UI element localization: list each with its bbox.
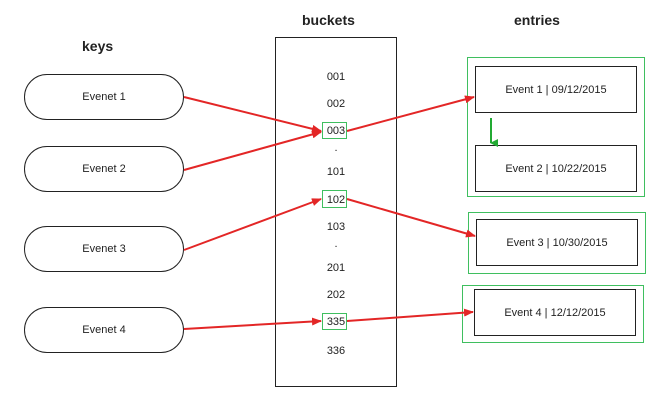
bucket-002: 002 bbox=[326, 98, 346, 110]
bucket-101: 101 bbox=[326, 166, 346, 178]
entry-event-4: Event 4 | 12/12/2015 bbox=[474, 289, 636, 336]
bucket-202: 202 bbox=[326, 289, 346, 301]
entry-event-2: Event 2 | 10/22/2015 bbox=[475, 145, 637, 192]
entries-heading: entries bbox=[514, 12, 560, 28]
bucket-103: 103 bbox=[326, 221, 346, 233]
keys-heading: keys bbox=[82, 38, 114, 54]
arrow-key4-to-335 bbox=[183, 317, 322, 330]
arrow-003-to-entry-group-1 bbox=[346, 95, 475, 132]
bucket-highlight bbox=[322, 313, 347, 330]
key-evenet-3: Evenet 3 bbox=[24, 226, 184, 272]
bucket-001: 001 bbox=[326, 71, 346, 83]
bucket-003: 003 bbox=[326, 125, 346, 137]
arrow-key2-to-003 bbox=[183, 130, 322, 171]
bucket-201: 201 bbox=[326, 262, 346, 274]
buckets-heading: buckets bbox=[302, 12, 355, 28]
entry-group-1 bbox=[467, 57, 645, 197]
arrow-key3-to-102 bbox=[183, 198, 322, 251]
bucket-102: 102 bbox=[326, 194, 346, 206]
key-evenet-1: Evenet 1 bbox=[24, 74, 184, 120]
entry-event-3: Event 3 | 10/30/2015 bbox=[476, 219, 638, 266]
entry-group-2 bbox=[468, 212, 646, 274]
entry-event-1: Event 1 | 09/12/2015 bbox=[475, 66, 637, 113]
bucket-ellipsis: . bbox=[334, 238, 338, 250]
key-evenet-2: Evenet 2 bbox=[24, 146, 184, 192]
arrow-335-to-entry-group-3 bbox=[346, 308, 474, 322]
arrow-102-to-entry-group-2 bbox=[346, 198, 476, 238]
key-evenet-4: Evenet 4 bbox=[24, 307, 184, 353]
arrow-key1-to-003 bbox=[183, 96, 322, 133]
bucket-335: 335 bbox=[326, 316, 346, 328]
bucket-336: 336 bbox=[326, 345, 346, 357]
bucket-column bbox=[275, 37, 397, 387]
bucket-highlight bbox=[322, 190, 347, 208]
entry-group-3 bbox=[462, 285, 644, 343]
bucket-ellipsis: . bbox=[334, 142, 338, 154]
bucket-highlight bbox=[322, 122, 347, 139]
